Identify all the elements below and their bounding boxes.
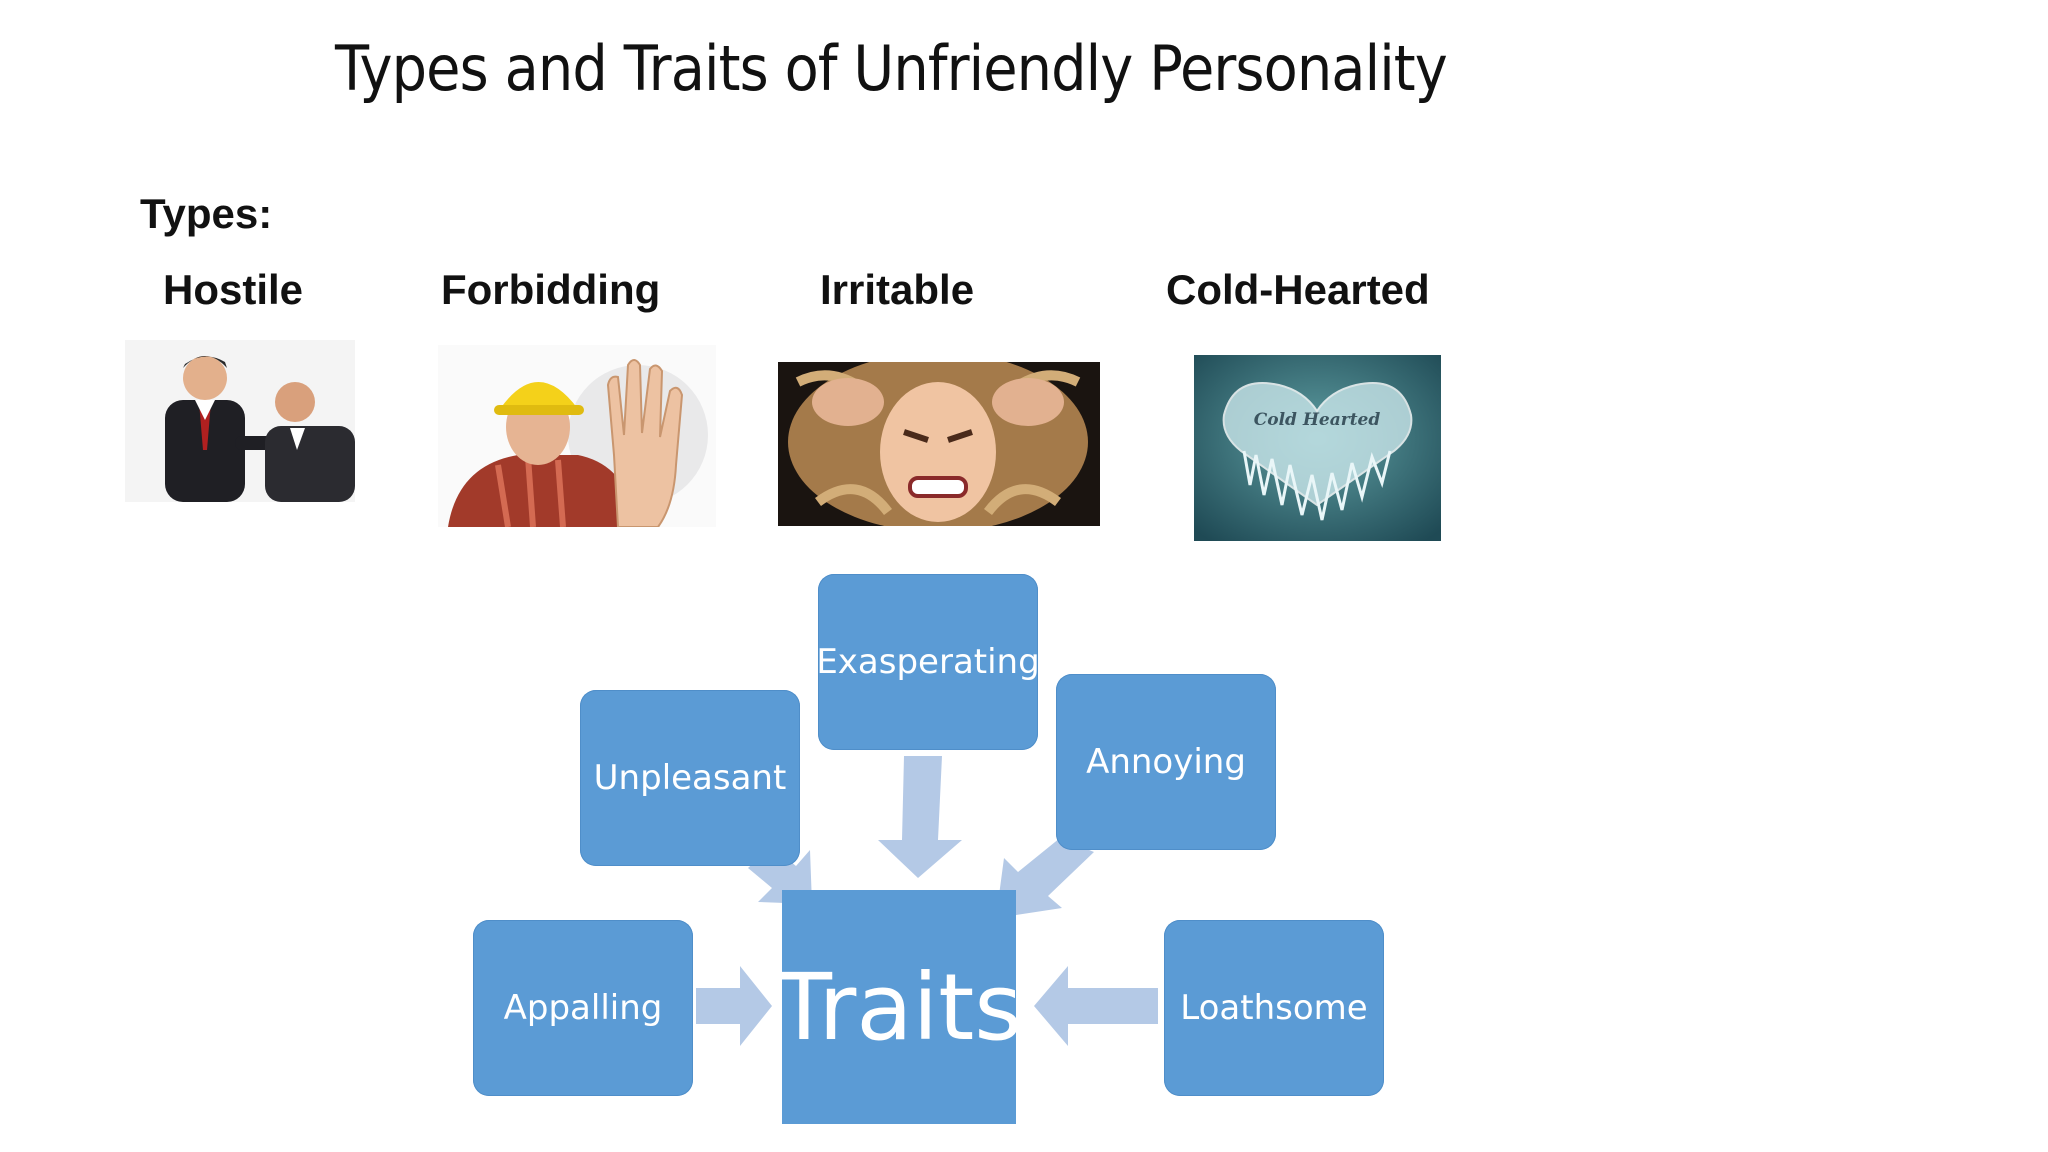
trait-box-appalling: Appalling [473, 920, 693, 1096]
stop-hand-worker-photo-icon [438, 345, 716, 527]
arrow-exasperating [878, 756, 962, 878]
arrow-loathsome [1034, 966, 1158, 1046]
trait-box-annoying: Annoying [1056, 674, 1276, 850]
slide-title: Types and Traits of Unfriendly Personali… [335, 32, 1448, 105]
type-label-cold-hearted: Cold-Hearted [1166, 266, 1430, 313]
trait-box-exasperating: Exasperating [816, 574, 1040, 750]
arguing-businessmen-photo-icon [125, 340, 355, 502]
type-label-hostile: Hostile [163, 266, 304, 313]
svg-text:Cold Hearted: Cold Hearted [1254, 410, 1381, 430]
frustrated-woman-photo-icon [778, 362, 1100, 526]
type-label-irritable: Irritable [820, 266, 975, 313]
frozen-heart-photo-icon: Cold Hearted [1194, 355, 1441, 541]
types-heading: Types: [140, 190, 273, 237]
traits-center-box: Traits [776, 890, 1022, 1124]
type-label-forbidding: Forbidding [441, 266, 661, 313]
trait-box-unpleasant: Unpleasant [580, 690, 800, 866]
trait-box-loathsome: Loathsome [1164, 920, 1384, 1096]
arrow-appalling [696, 966, 772, 1046]
